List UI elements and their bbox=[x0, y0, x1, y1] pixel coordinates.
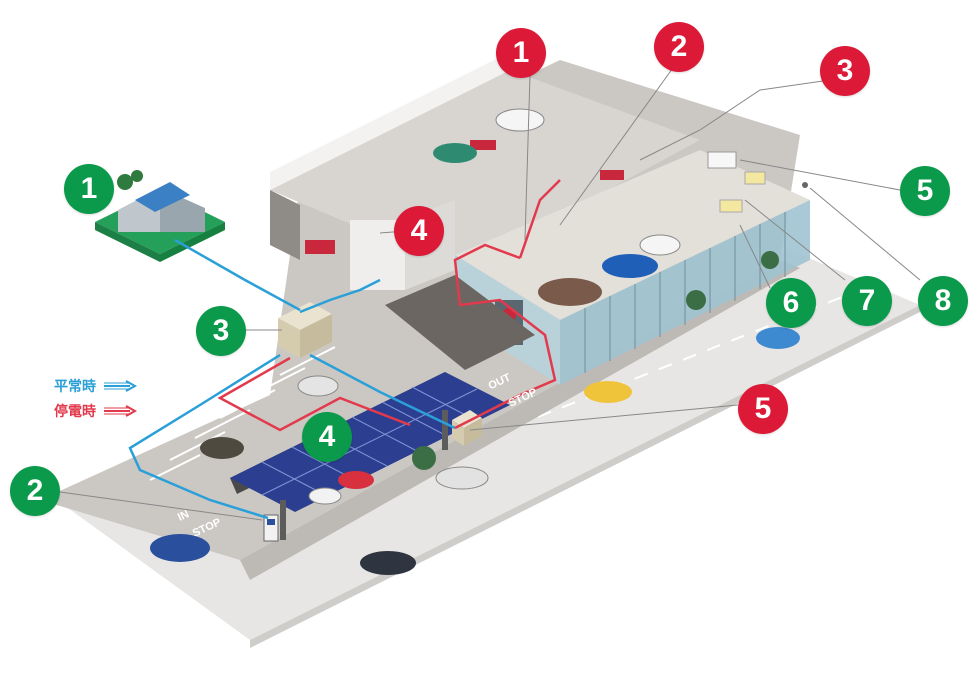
legend-outage-label: 停電時 bbox=[54, 404, 96, 420]
glass-mullions bbox=[584, 212, 786, 373]
trees bbox=[412, 251, 779, 470]
badge-green-6: 6 bbox=[766, 278, 816, 328]
badge-red-4: 4 bbox=[394, 206, 444, 256]
power-conditioner-icon bbox=[278, 302, 332, 358]
sidewalk bbox=[240, 260, 800, 580]
badge-green-5: 5 bbox=[900, 166, 950, 216]
car bbox=[435, 466, 489, 490]
car bbox=[639, 234, 681, 256]
sensor-dot bbox=[802, 182, 808, 188]
back-wall bbox=[270, 52, 510, 190]
car bbox=[756, 327, 800, 349]
carport-pillar bbox=[280, 500, 286, 540]
led-light-icon bbox=[719, 199, 743, 213]
car bbox=[360, 551, 416, 575]
car bbox=[495, 108, 545, 132]
badge-green-2: 2 bbox=[10, 466, 60, 516]
badge-red-3: 3 bbox=[820, 46, 870, 96]
badge-green-8: 8 bbox=[918, 276, 968, 326]
car bbox=[538, 278, 602, 306]
carport-pillar bbox=[442, 410, 448, 450]
normal-power-flow bbox=[128, 238, 456, 520]
legend-normal-label: 平常時 bbox=[54, 379, 96, 395]
showroom-floor bbox=[455, 150, 810, 320]
legend-normal: 平常時 bbox=[54, 376, 138, 396]
hydro-power-plant-icon bbox=[95, 170, 225, 262]
badge-red-5: 5 bbox=[738, 384, 788, 434]
v2h-unit-icon bbox=[452, 410, 482, 446]
red-arrow-icon bbox=[104, 405, 138, 417]
car bbox=[200, 437, 244, 459]
badge-red-1: 1 bbox=[496, 28, 546, 78]
car bbox=[433, 143, 477, 163]
legend-outage: 停電時 bbox=[54, 401, 138, 421]
badge-green-1: 1 bbox=[64, 164, 114, 214]
parking-lines bbox=[149, 346, 336, 481]
car bbox=[297, 375, 339, 397]
car bbox=[308, 487, 342, 505]
air-conditioner-icon bbox=[707, 151, 737, 169]
left-wall bbox=[270, 190, 300, 260]
blue-arrow-icon bbox=[104, 380, 138, 392]
badge-green-4: 4 bbox=[302, 412, 352, 462]
badge-green-3: 3 bbox=[196, 306, 246, 356]
badge-red-2: 2 bbox=[654, 22, 704, 72]
car bbox=[584, 381, 632, 403]
red-parking-mark bbox=[305, 240, 335, 254]
red-parking-mark bbox=[600, 170, 624, 180]
car bbox=[150, 534, 210, 562]
badge-green-7: 7 bbox=[842, 276, 892, 326]
solar-grid bbox=[261, 386, 478, 497]
red-parking-mark bbox=[470, 140, 496, 150]
entrance-canopy bbox=[385, 275, 535, 370]
car bbox=[602, 254, 658, 278]
leader-lines bbox=[59, 64, 921, 521]
led-light-icon bbox=[744, 171, 766, 185]
car bbox=[338, 471, 374, 489]
ev-charger-icon bbox=[263, 514, 279, 542]
outage-power-flow bbox=[217, 179, 561, 432]
